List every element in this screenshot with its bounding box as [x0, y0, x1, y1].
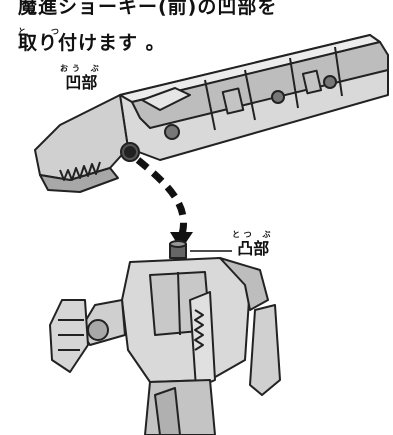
instruction-text: 魔進ショーキー(前)の凹部を 取り付けます 。 — [18, 0, 277, 59]
convex-ruby: とつ ぶ — [232, 230, 275, 239]
concave-ruby: おう ぶ — [60, 64, 103, 73]
convex-callout: とつ ぶ 凸部 — [232, 230, 274, 258]
concave-label: 凹部 — [65, 73, 98, 92]
upper-part-illustration — [34, 34, 389, 193]
dashed-arrow — [135, 157, 193, 250]
instruction-ruby: と つ — [18, 27, 62, 36]
convex-label: 凸部 — [237, 239, 270, 258]
lower-part-illustration — [49, 240, 281, 435]
concave-callout: おう ぶ 凹部 — [60, 64, 103, 92]
instruction-line-1: 魔進ショーキー(前)の凹部を — [18, 0, 278, 18]
instruction-line-2: 取り付けます 。 — [18, 32, 166, 54]
